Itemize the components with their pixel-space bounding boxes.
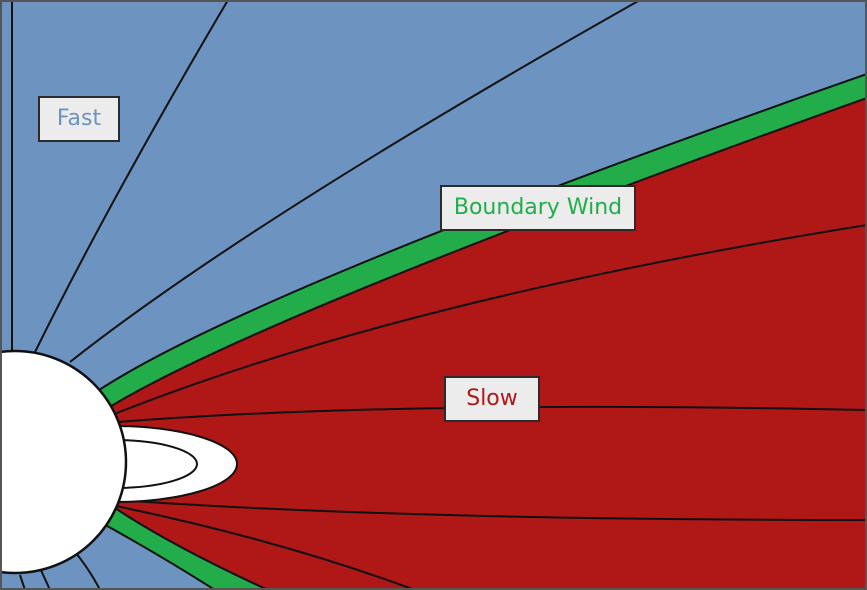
field-line [39, 567, 51, 590]
boundary-wind-band-lower [100, 506, 268, 590]
slow-wind-label: Slow [444, 376, 540, 422]
field-line [117, 499, 867, 521]
field-line [19, 574, 26, 590]
field-line [34, 0, 229, 353]
field-line [115, 505, 416, 590]
fast-wind-label: Fast [38, 96, 120, 142]
slow-wind-region [108, 98, 867, 590]
fast-field-lines [11, 0, 641, 590]
boundary-outline-upper-top [95, 73, 867, 393]
boundary-outline-lower-top [111, 505, 269, 590]
sun [0, 349, 128, 575]
boundary-wind-label: Boundary Wind [440, 185, 636, 231]
boundary-outline-lower-bottom [99, 521, 216, 590]
boundary-outline-upper-bottom [107, 97, 867, 409]
field-line [69, 0, 641, 363]
field-line [111, 224, 867, 416]
